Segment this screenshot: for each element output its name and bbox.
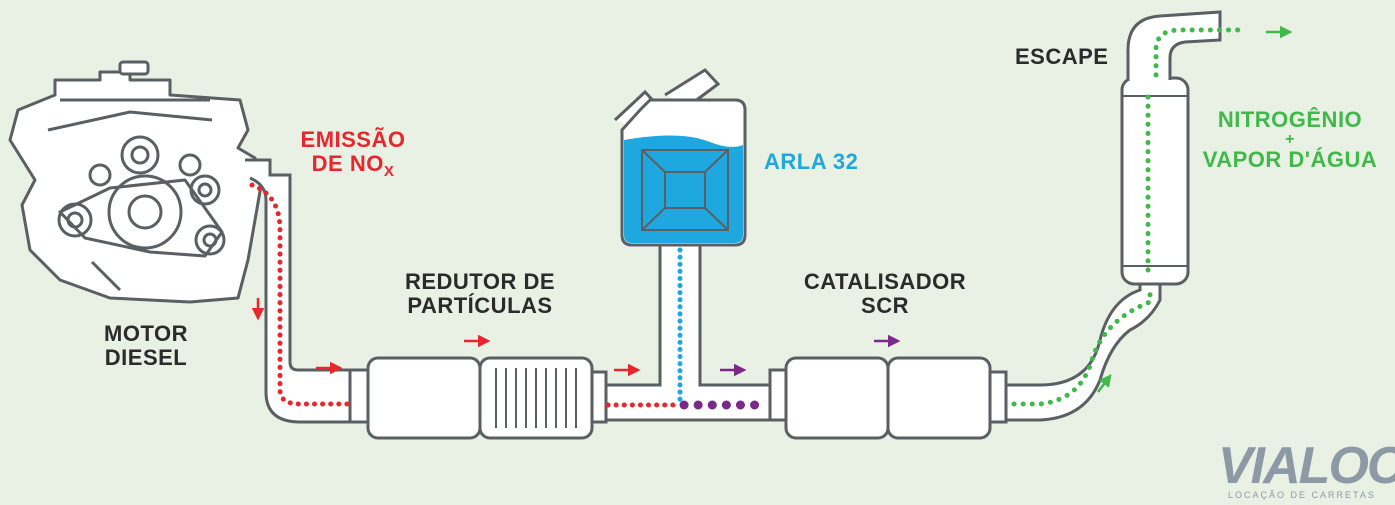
label-redutor: REDUTOR DE PARTÍCULAS — [400, 270, 560, 318]
exhaust-pipe-middle — [604, 238, 772, 422]
label-output: NITROGÊNIO + VAPOR D'ÁGUA — [1200, 108, 1380, 172]
label-catalisador-line1: CATALISADOR — [803, 269, 967, 294]
nox-flow — [249, 182, 679, 408]
arla-tank-icon — [613, 68, 747, 247]
label-motor-diesel: MOTOR DIESEL — [98, 322, 194, 370]
label-escape: ESCAPE — [1015, 44, 1109, 69]
label-arla: ARLA 32 — [764, 149, 859, 174]
label-motor-line1: MOTOR — [104, 321, 188, 346]
diesel-engine-icon — [8, 60, 264, 304]
exhaust-pipe-outlet — [1004, 280, 1162, 422]
arrow-up-outlet — [1097, 374, 1112, 393]
label-redutor-line2: PARTÍCULAS — [407, 293, 553, 318]
label-emissao-line1: EMISSÃO — [300, 127, 406, 152]
particle-filter-icon — [348, 356, 608, 440]
vialoc-tagline: LOCAÇÃO DE CARRETAS — [1228, 490, 1376, 500]
label-output-line2: + — [1285, 131, 1295, 148]
label-catalisador: CATALISADOR SCR — [800, 270, 970, 318]
exhaust-pipe-engine — [245, 158, 352, 424]
clean-flow — [1011, 27, 1243, 407]
scr-catalyst-icon — [768, 356, 1008, 440]
label-motor-line2: DIESEL — [104, 345, 188, 370]
label-emissao-line2: DE NOX — [298, 151, 408, 181]
label-catalisador-line2: SCR — [861, 293, 909, 318]
label-output-line1: NITROGÊNIO — [1217, 107, 1363, 132]
label-emissao-sub: X — [383, 163, 395, 180]
label-emissao-no: DE NO — [311, 151, 384, 176]
label-output-line3: VAPOR D'ÁGUA — [1202, 147, 1378, 172]
flow-arrows — [251, 25, 1293, 393]
muffler-escape-icon — [1120, 10, 1222, 286]
label-emissao-nox: EMISSÃO DE NOX — [298, 127, 408, 181]
label-redutor-line1: REDUTOR DE — [404, 269, 556, 294]
vialoc-logo: VIALOC — [1218, 437, 1395, 495]
